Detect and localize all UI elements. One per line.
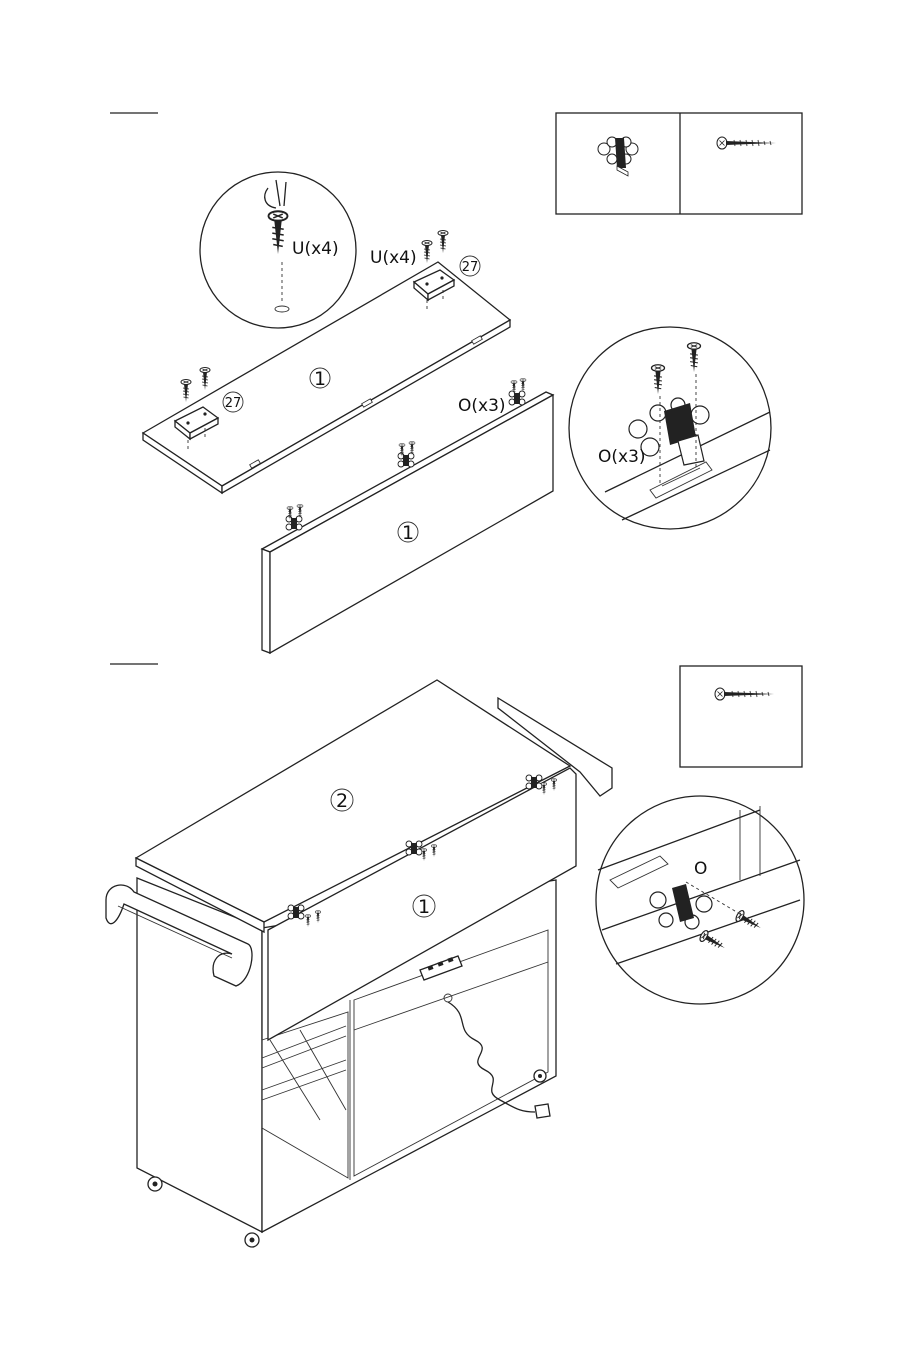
top-slab-number: 2 [336, 790, 348, 812]
front-panel-number: 1 [402, 522, 414, 544]
parts-box-step1 [556, 113, 802, 214]
block-number-right: 27 [462, 260, 479, 275]
kitchen-cart: 2 1 [106, 680, 612, 1247]
hinge-label-circle: O(x3) [598, 447, 646, 467]
detail-circle-screw: U(x4) [200, 172, 356, 328]
hinge-label-board: O(x3) [458, 396, 506, 416]
top-board-number: 1 [314, 368, 326, 390]
detail-circle-hinge: O(x3) [569, 327, 771, 529]
screw-label-right: U(x4) [370, 248, 417, 268]
wheel [534, 1070, 546, 1082]
hinge-icon [598, 137, 638, 176]
parts-box-step2 [680, 666, 802, 767]
wheel [245, 1233, 259, 1247]
block-number-left: 27 [225, 396, 242, 411]
wheel [148, 1177, 162, 1191]
screw-quantity-label: U(x4) [292, 239, 339, 259]
screw-icon [717, 137, 776, 149]
front-flap-number: 1 [418, 896, 430, 918]
hinge-label-step2: O [694, 859, 707, 879]
screw-icon-step2 [715, 688, 774, 700]
detail-circle-step2: O [596, 796, 804, 1004]
